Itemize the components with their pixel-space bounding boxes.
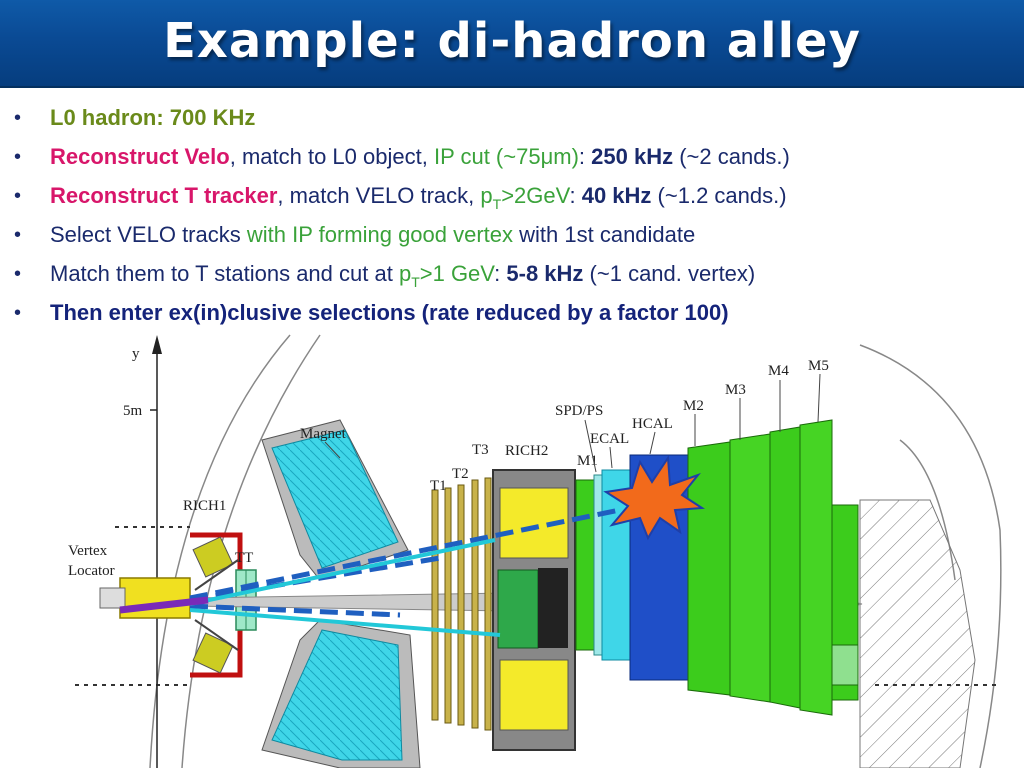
bullet-text: , match VELO track, [277,183,481,208]
title-bar: Example: di-hadron alley [0,0,1024,88]
bullet-separator: : [494,261,507,286]
locator-label: Locator [68,563,115,579]
t1-label: T1 [430,478,447,494]
scale-label: 5m [123,403,143,419]
muon-stations [687,419,859,716]
ecal-label: ECAL [590,431,629,447]
rich2-label: RICH2 [505,443,548,459]
pt-subscript: T [411,274,420,290]
t2-label: T2 [452,466,469,482]
pt-cut-text: >2GeV [501,183,570,208]
bullet-text: (~2 cands.) [673,144,790,169]
mu-symbol: μ [540,144,554,169]
leader-lines [324,373,821,473]
rate-value: 250 kHz [591,144,674,169]
y-axis-label: y [132,346,140,362]
bullet-exclusive-selections: • Then enter ex(in)clusive selections (r… [0,295,1024,334]
pt-subscript: T [492,196,502,212]
rich1-label: RICH1 [183,498,226,514]
bullet-text: , match to L0 object, [229,144,434,169]
bullet-highlight: Reconstruct T tracker [50,183,278,208]
t-stations [431,477,492,731]
slide-title: Example: di-hadron alley [163,13,861,69]
pt-cut-text: >1 GeV [419,261,495,286]
bullet-dot-icon: • [14,263,22,285]
ip-cut-text: IP cut (~75 [433,144,541,169]
bullet-text: (~1 cand. vertex) [583,261,756,286]
bullet-text: with 1st candidate [513,222,696,247]
m3-label: M3 [725,382,746,398]
m4-label: M4 [768,363,789,379]
bullet-match-t-stations: • Match them to T stations and cut at pT… [0,256,1024,295]
bullet-dot-icon: • [14,146,22,168]
ip-cut-unit: m) [553,144,579,169]
pt-symbol: p [398,261,412,286]
y-axis [150,335,162,768]
bullet-select-velo: • Select VELO tracks with IP forming goo… [0,217,1024,256]
tt-label: TT [235,550,253,566]
shielding-wall [859,499,976,768]
vertex-locator [99,577,191,619]
bullet-dot-icon: • [14,107,22,129]
bullet-reconstruct-t-tracker: • Reconstruct T tracker, match VELO trac… [0,178,1024,217]
particle-tracks [119,507,621,637]
vertex-label: Vertex [68,543,108,559]
m5-label: M5 [808,358,829,374]
rich1-detector [190,532,243,678]
bullet-green-text: with IP forming good vertex [246,222,514,247]
bullet-l0-hadron: • L0 hadron: 700 KHz [0,100,1024,139]
burst-icon [603,455,706,541]
rate-value: 40 kHz [581,183,652,208]
magnet-upper [261,419,409,581]
bullet-text: (~1.2 cands.) [651,183,787,208]
magnet-label: Magnet [300,426,347,442]
bullet-dot-icon: • [14,185,22,207]
spd-ps-label: SPD/PS [555,403,603,419]
bullet-list: • L0 hadron: 700 KHz • Reconstruct Velo,… [0,100,1024,334]
bullet-dot-icon: • [14,302,22,324]
m2-label: M2 [683,398,704,414]
magnet-lower [261,619,421,768]
spd-ps-detector [593,474,603,656]
rate-value: 5-8 kHz [506,261,584,286]
m1-station [575,479,595,651]
bullet-dot-icon: • [14,224,22,246]
bullet-text: Then enter ex(in)clusive selections (rat… [50,300,729,325]
bullet-separator: : [569,183,582,208]
rich2-detector [492,469,576,751]
lhcb-detector-diagram: y 5m Magnet RICH1 Vertex Locator TT [68,334,1002,768]
hcal-label: HCAL [632,416,673,432]
bullet-reconstruct-velo: • Reconstruct Velo, match to L0 object, … [0,139,1024,178]
bullet-text: Match them to T stations and cut at [50,261,399,286]
bullet-text: L0 hadron: 700 KHz [50,105,256,130]
pt-symbol: p [480,183,493,208]
bullet-highlight: Reconstruct Velo [50,144,230,169]
bullet-text: Select VELO tracks [50,222,247,247]
bullet-separator: : [578,144,592,169]
t3-label: T3 [472,442,489,458]
